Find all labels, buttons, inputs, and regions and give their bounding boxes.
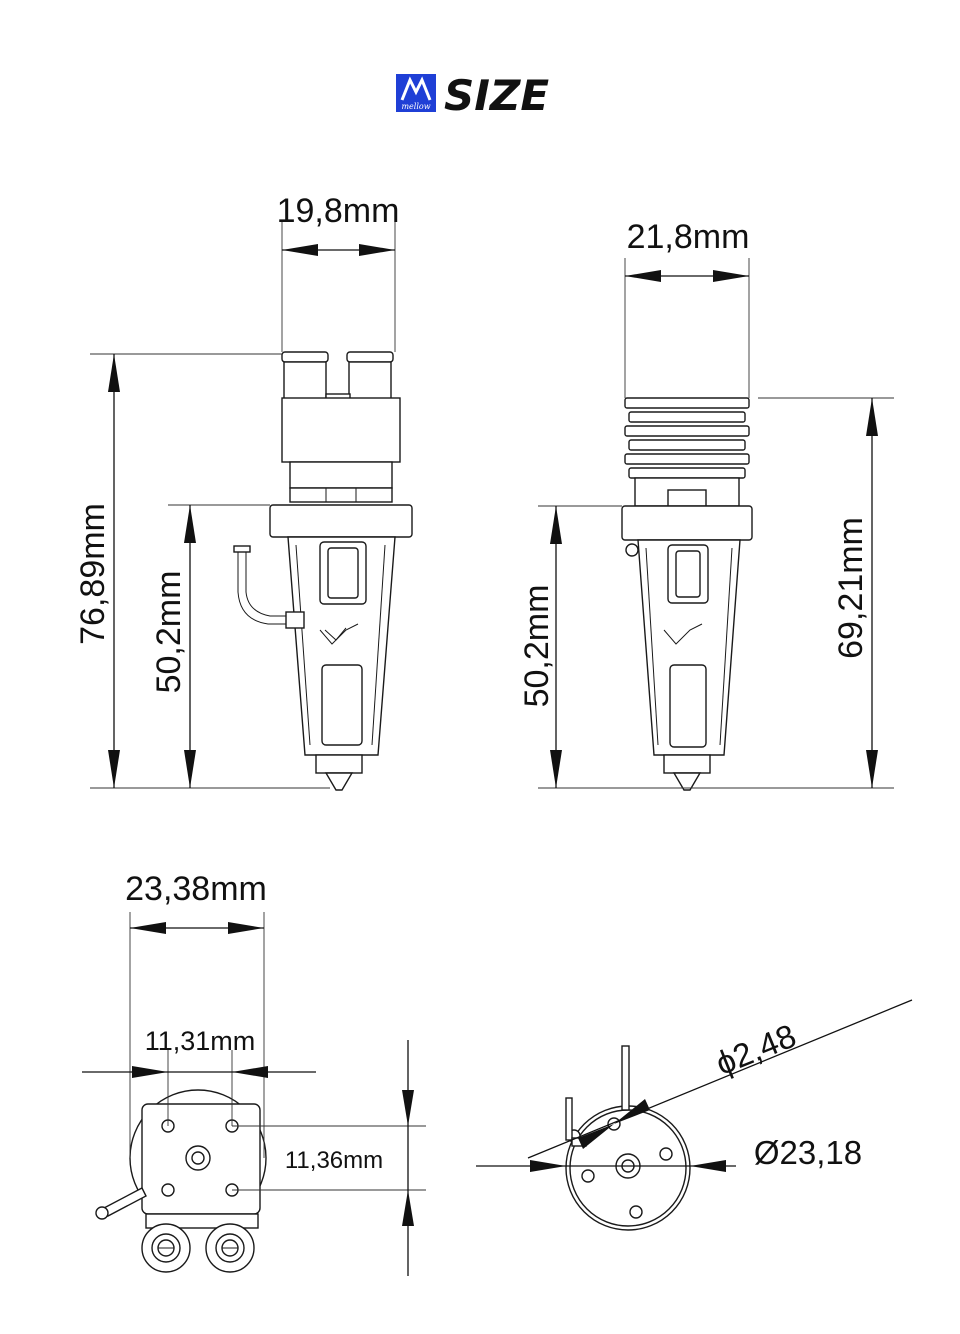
side-total-height-label: 69,21mm xyxy=(832,517,870,659)
brand-name: mellow xyxy=(401,102,430,111)
round-outer-diameter-label: Ø23,18 xyxy=(754,1134,862,1171)
brand-logo: mellow xyxy=(396,74,436,112)
side-width-label: 21,8mm xyxy=(627,218,750,256)
bottom-hole-spacing-y-label: 11,36mm xyxy=(285,1147,383,1174)
round-hole-diameter-label: ϕ2,48 xyxy=(710,1017,801,1082)
header: mellow SIZE xyxy=(396,71,549,120)
front-width-label: 19,8mm xyxy=(277,192,400,230)
side-view: 21,8mm 69,21mm 50,2mm xyxy=(518,218,894,791)
round-view: ϕ2,48 Ø23,18 xyxy=(476,999,913,1231)
front-total-height-label: 76,89mm xyxy=(74,503,112,645)
bottom-view: 23,38mm 11,31mm 11,36mm xyxy=(82,870,426,1276)
front-view: 19,8mm 76,89mm 50,2mm xyxy=(74,192,413,791)
bottom-hole-spacing-x-label: 11,31mm xyxy=(145,1026,256,1056)
front-lower-height-label: 50,2mm xyxy=(150,571,188,694)
bottom-width-label: 23,38mm xyxy=(125,870,267,908)
page-title: SIZE xyxy=(444,71,549,120)
side-lower-height-label: 50,2mm xyxy=(518,585,556,708)
